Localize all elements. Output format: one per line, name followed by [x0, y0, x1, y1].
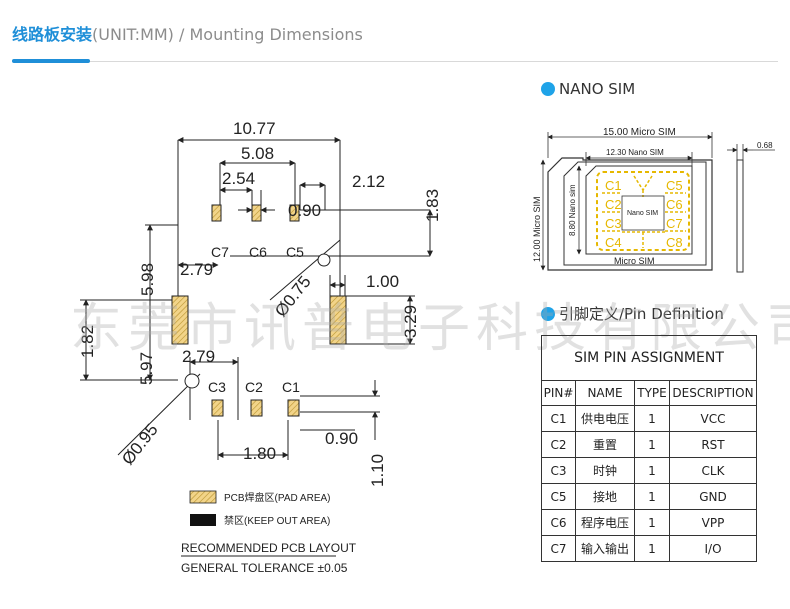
pin-assignment-table: SIM PIN ASSIGNMENT PIN# NAME TYPE DESCRI…	[541, 335, 757, 562]
dim-side-pad-width: 1.00	[366, 272, 399, 291]
hole-upper	[317, 253, 331, 267]
sim-contact-c3: C3	[605, 216, 622, 231]
pcb-layout-drawing	[80, 137, 433, 460]
sim-card-drawing: 15.00 Micro SIM 12.30 Nano SIM 12.00 Mic…	[532, 127, 775, 273]
sim-contact-c2: C2	[605, 197, 622, 212]
sim-micro-width: 15.00 Micro SIM	[603, 127, 676, 138]
dim-side-offset-upper: 2.79	[180, 260, 213, 279]
pad-label-c1: C1	[282, 379, 300, 395]
bullet-dot-icon	[541, 82, 555, 96]
legend-keepout-swatch	[190, 514, 216, 526]
legend-pad-label: PCB焊盘区(PAD AREA)	[224, 491, 331, 504]
bullet-dot-icon	[541, 307, 555, 321]
pad-c5	[289, 204, 300, 222]
dim-edge-offset: 2.12	[352, 172, 385, 191]
sim-nano-label: Nano SIM	[627, 210, 658, 217]
dim-hole-upper: Ø0.75	[271, 272, 314, 320]
header-pin: PIN#	[541, 380, 576, 406]
pad-label-c3: C3	[208, 379, 226, 395]
legend-keepout-label: 禁区(KEEP OUT AREA)	[224, 515, 330, 527]
dim-top-offset: 1.83	[423, 189, 442, 222]
sim-contact-c4: C4	[605, 235, 622, 250]
sim-nano-width: 12.30 Nano SIM	[606, 148, 664, 157]
title-english: (UNIT:MM) / Mounting Dimensions	[92, 25, 363, 44]
nano-sim-heading: NANO SIM	[541, 80, 635, 98]
sim-nano-height: 8.80 Nano sim	[568, 184, 577, 236]
header-name: NAME	[575, 380, 635, 406]
sim-micro-label: Micro SIM	[614, 256, 655, 266]
dim-height-lower: 5.97	[137, 352, 156, 385]
dim-bottom-height: 1.10	[368, 454, 387, 487]
sim-contact-c7: C7	[666, 216, 683, 231]
dim-side-pad-height: 3.29	[401, 305, 420, 338]
pad-label-c2: C2	[245, 379, 263, 395]
pad-c3	[211, 399, 224, 417]
table-header-row: PIN# NAME TYPE DESCRIPTION	[541, 380, 757, 406]
dim-bottom-pad-width: 0.90	[325, 429, 358, 448]
pad-label-c7: C7	[211, 244, 229, 260]
side-pad-left	[171, 295, 189, 345]
dim-pad-span: 5.08	[241, 144, 274, 163]
side-pad-right	[329, 295, 347, 345]
dim-bottom-offset: 1.80	[243, 444, 276, 463]
pad-c6	[251, 204, 262, 222]
dim-hole-lower: Ø0.95	[118, 420, 161, 468]
pcb-caption: RECOMMENDED PCB LAYOUT	[181, 541, 357, 555]
dim-height-upper: 5.98	[138, 263, 157, 296]
page-title: 线路板安装(UNIT:MM) / Mounting Dimensions	[12, 24, 363, 46]
header-type: TYPE	[634, 380, 670, 406]
sim-thickness: 0.68	[757, 141, 773, 150]
pad-c2	[250, 399, 263, 417]
dim-side-offset-lower: 2.79	[182, 347, 215, 366]
pad-label-c6: C6	[249, 244, 267, 260]
header-accent-bar	[12, 59, 90, 63]
legend-pad-swatch	[189, 490, 217, 504]
title-chinese: 线路板安装	[12, 25, 93, 44]
sim-contact-c5: C5	[666, 178, 683, 193]
sim-contact-c6: C6	[666, 197, 683, 212]
dim-pad-pitch: 2.54	[222, 169, 255, 188]
tolerance-note: GENERAL TOLERANCE ±0.05	[181, 561, 348, 575]
header-description: DESCRIPTION	[669, 380, 757, 406]
pad-c7	[211, 204, 222, 222]
table-title: SIM PIN ASSIGNMENT	[541, 335, 757, 381]
dim-left-height: 1.82	[78, 325, 97, 358]
dim-overall-width: 10.77	[233, 119, 276, 138]
sim-contact-c8: C8	[666, 235, 683, 250]
dim-pad-width: 0.90	[288, 201, 321, 220]
pad-c1	[287, 399, 300, 417]
sim-micro-height: 12.00 Micro SIM	[532, 196, 542, 262]
hole-lower	[184, 373, 200, 389]
sim-contact-c1: C1	[605, 178, 622, 193]
pad-label-c5: C5	[286, 244, 304, 260]
pin-definition-heading: 引脚定义/Pin Definition	[541, 303, 724, 324]
header-divider	[12, 61, 778, 62]
